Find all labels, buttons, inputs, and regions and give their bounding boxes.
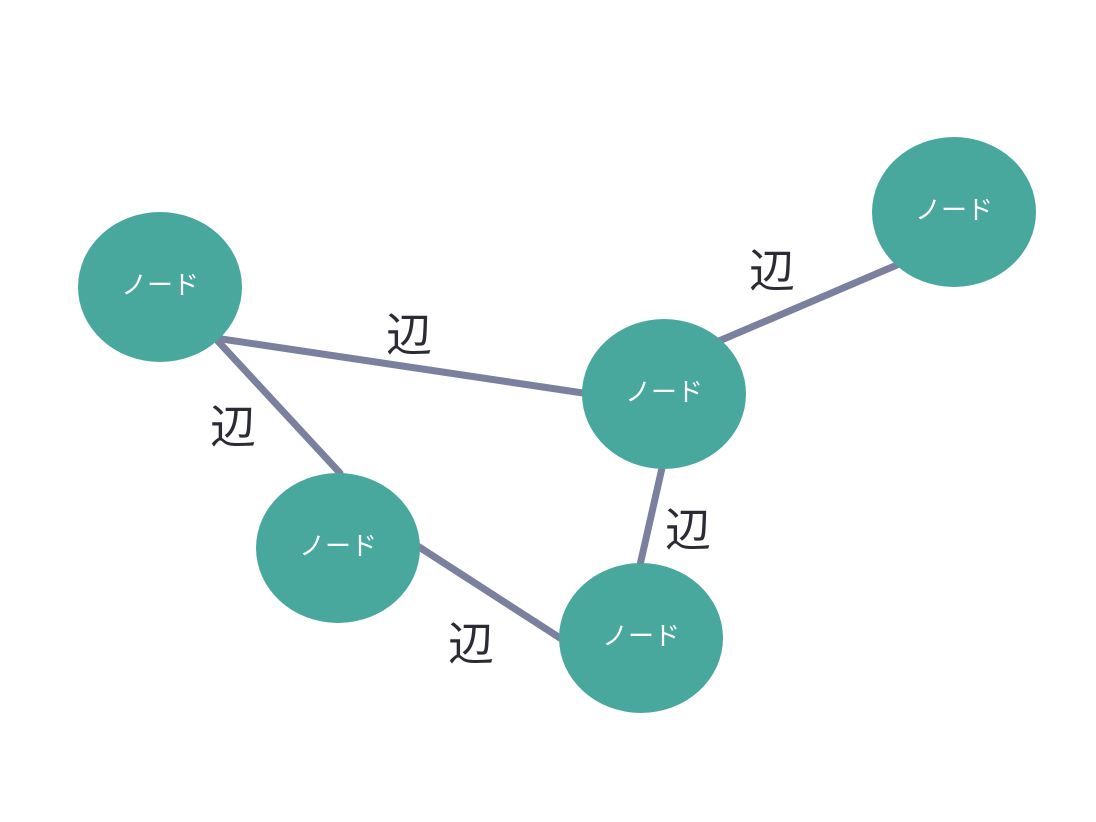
node-n2: ノード xyxy=(872,137,1036,287)
node-n1: ノード xyxy=(78,212,242,362)
edge-n3-n2 xyxy=(715,261,901,345)
node-label: ノード xyxy=(915,196,993,226)
node-circle xyxy=(872,137,1036,287)
node-label: ノード xyxy=(625,378,703,408)
node-label: ノード xyxy=(121,271,199,301)
edge-label: 辺 xyxy=(665,503,711,557)
node-circle xyxy=(582,319,746,469)
node-label: ノード xyxy=(299,532,377,562)
node-n3: ノード xyxy=(582,319,746,469)
edge-label: 辺 xyxy=(386,308,432,362)
node-n5: ノード xyxy=(559,563,723,713)
edge-n1-n4 xyxy=(211,334,344,477)
edge-label: 辺 xyxy=(210,400,256,454)
node-circle xyxy=(78,212,242,362)
edge-n3-n5 xyxy=(636,464,666,569)
edges-layer xyxy=(211,261,901,642)
node-circle xyxy=(559,563,723,713)
node-label: ノード xyxy=(602,622,680,652)
edge-label: 辺 xyxy=(749,244,795,298)
edge-n4-n5 xyxy=(412,541,564,642)
node-circle xyxy=(256,473,420,623)
edge-n1-n3 xyxy=(211,334,587,397)
edge-label: 辺 xyxy=(448,617,494,671)
node-n4: ノード xyxy=(256,473,420,623)
